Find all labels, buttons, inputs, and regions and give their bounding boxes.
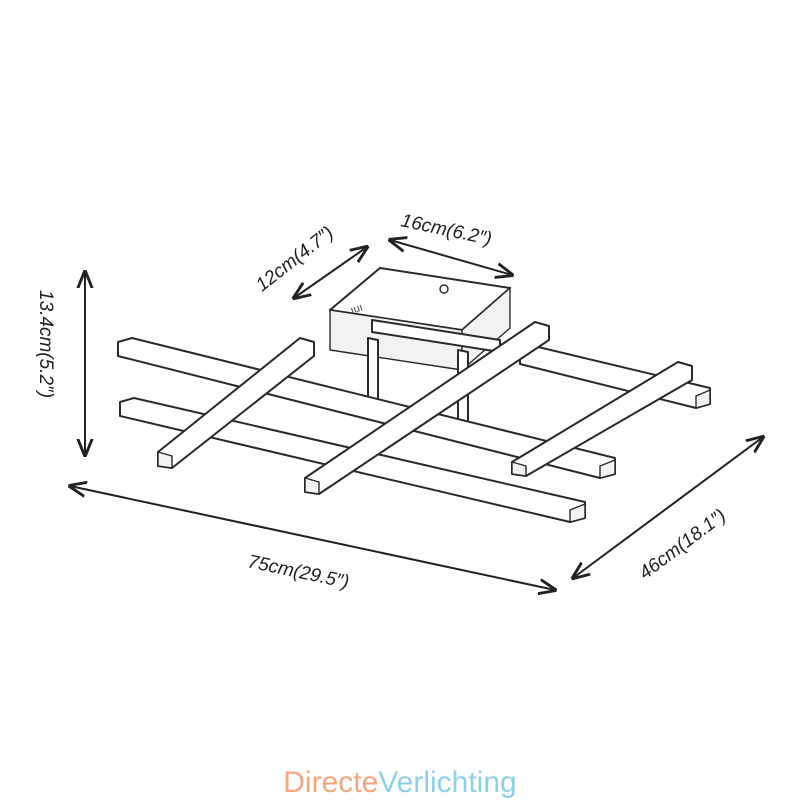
depth-label: 46cm(18.1″) xyxy=(635,505,730,584)
height-label: 13.4cm(5.2″) xyxy=(35,290,56,398)
width-label: 75cm(29.5″) xyxy=(246,551,351,593)
screw-icon xyxy=(439,284,449,294)
brand-part2: Verlichting xyxy=(378,766,516,799)
canopy-depth-label: 12cm(4.7″) xyxy=(252,223,338,296)
canopy-mark: ıuı xyxy=(349,301,365,316)
canopy-width-arrow xyxy=(390,240,512,275)
width-arrow xyxy=(70,486,555,590)
brand-part1: Directe xyxy=(283,766,378,799)
canopy-width-label: 16cm(6.2″) xyxy=(399,210,494,250)
depth-arrow xyxy=(573,437,763,578)
canopy-depth-arrow xyxy=(294,247,367,298)
dimension-arrows xyxy=(70,240,763,590)
brand-watermark: DirecteVerlichting xyxy=(283,766,516,799)
canopy: ıuı xyxy=(329,267,511,372)
